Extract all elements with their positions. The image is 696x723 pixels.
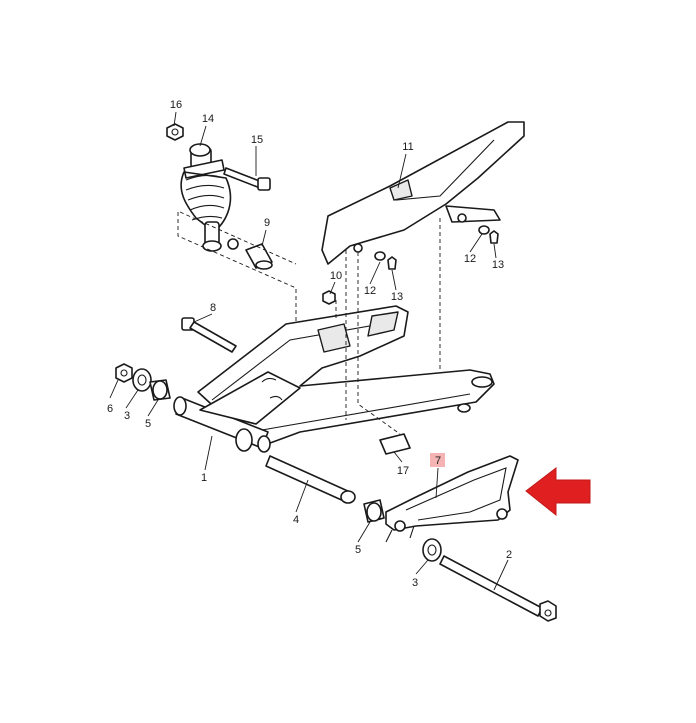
callouts: 16 14 15 9 10 11 12 13 12 13 8 6 3 5 1 4… [107, 99, 512, 589]
rear-shock-absorber [180, 143, 239, 252]
callout-7: 7 [435, 455, 441, 467]
callout-4: 4 [293, 514, 299, 526]
nut-6 [115, 363, 133, 383]
collar-9 [245, 243, 273, 270]
shock-nut-16 [166, 123, 184, 141]
leader-lines [109, 111, 509, 591]
screw-13-center [387, 256, 397, 270]
callout-15: 15 [251, 134, 263, 146]
callout-8: 8 [210, 302, 216, 314]
chain-guard [321, 121, 525, 265]
callout-12-right: 12 [464, 253, 476, 265]
callout-11: 11 [402, 141, 413, 153]
callout-5-left: 5 [145, 418, 151, 430]
callout-16: 16 [170, 99, 182, 111]
callout-14: 14 [202, 113, 214, 125]
washer-3-left [132, 368, 152, 392]
callout-3-lower: 3 [412, 577, 418, 589]
bushing-5-lower [363, 499, 385, 523]
plate-17 [379, 433, 411, 455]
callout-6: 6 [107, 403, 113, 415]
swing-arm [173, 305, 495, 453]
long-bolt-2 [439, 555, 557, 622]
callout-12-center: 12 [364, 285, 376, 297]
arrow-left-icon [525, 466, 591, 517]
callout-10: 10 [330, 270, 342, 282]
bushing-5-left [149, 379, 171, 401]
highlight-box [430, 453, 445, 467]
washer-12-center [374, 251, 386, 261]
screw-13-right [489, 230, 499, 244]
callout-5-lower: 5 [355, 544, 361, 556]
reference-line-c [345, 250, 401, 435]
bolt-8 [181, 317, 237, 353]
callout-2: 2 [506, 549, 512, 561]
nut-10 [322, 290, 336, 305]
callout-13-center: 13 [391, 291, 403, 303]
callout-17: 17 [397, 465, 409, 477]
shock-bolt-15 [223, 167, 271, 191]
reference-line-b [179, 211, 297, 265]
callout-1: 1 [201, 472, 207, 484]
pivot-shaft-4 [265, 455, 356, 504]
washer-12-right [478, 225, 490, 235]
washer-3-lower [422, 538, 442, 562]
callout-13-right: 13 [492, 259, 504, 271]
chain-bracket-7 [385, 455, 519, 543]
callout-3-left: 3 [124, 410, 130, 422]
callout-9: 9 [264, 217, 270, 229]
